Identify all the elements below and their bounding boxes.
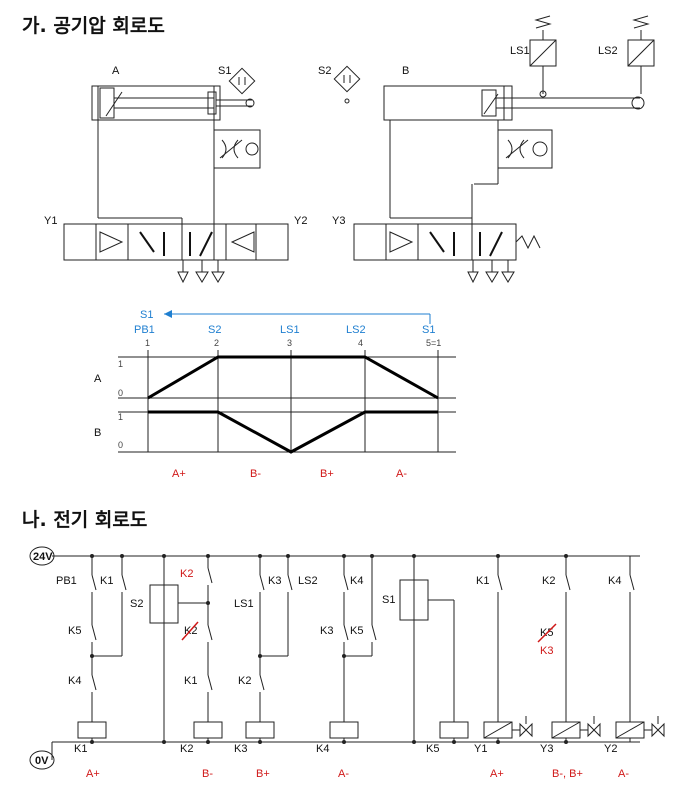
rung4-output: A- <box>338 768 349 780</box>
contact-k1-out: K1 <box>476 575 489 587</box>
contact-k5-b: K5 <box>350 625 363 637</box>
step-sensor-s2: S2 <box>208 324 221 336</box>
cylinder-a-label: A <box>112 65 120 77</box>
contact-k3-replacement: K3 <box>540 645 553 657</box>
contact-ls1: LS1 <box>234 598 254 610</box>
row-a-one: 1 <box>118 359 123 369</box>
output-y1: K1 Y1 A+ <box>474 556 533 780</box>
contact-k4-self: K4 <box>350 575 363 587</box>
sensor-s2: S2 <box>318 65 361 104</box>
rail-24v-label: 24V <box>33 551 53 563</box>
limit-switch-ls2-label: LS2 <box>598 45 618 57</box>
section2-title: 나. 전기 회로도 <box>22 509 147 531</box>
ladder-diagram: 24V 0V PB1 K1 K5 K4 K1 A+ <box>29 546 665 780</box>
sensor-s1-contact: S1 <box>382 594 395 606</box>
solenoid-y3: Y3 <box>540 743 553 755</box>
valve-b: Y3 <box>332 184 541 284</box>
action-a-minus: A- <box>396 468 407 480</box>
rung1-output: A+ <box>86 768 100 780</box>
contact-k1-self: K1 <box>100 575 113 587</box>
step-sensor-ls1: LS1 <box>280 324 300 336</box>
limit-switch-ls1: LS1 <box>510 15 557 98</box>
contact-k2: K2 <box>238 675 251 687</box>
rung-k1: PB1 K1 K5 K4 K1 A+ <box>56 556 127 780</box>
step-number-2: 2 <box>214 338 219 348</box>
sensor-s1: S1 <box>218 65 256 95</box>
step-number-3: 3 <box>287 338 292 348</box>
solenoid-y1: Y1 <box>474 743 487 755</box>
action-b-plus: B+ <box>320 468 334 480</box>
flow-control-b <box>474 120 553 185</box>
limit-switch-ls1-label: LS1 <box>510 45 530 57</box>
section1-title: 가. 공기압 회로도 <box>22 15 165 37</box>
contact-k2-self: K2 <box>180 568 193 580</box>
loop-arrow-label: S1 <box>140 309 153 321</box>
rung-k4: LS2 K4 K3 K5 K4 A- <box>298 556 377 780</box>
rung2-output: B- <box>202 768 213 780</box>
step-diagram: S1 PB1 S2 LS1 LS2 S1 1 2 3 4 5=1 A 1 0 B… <box>94 309 456 480</box>
rung-k2: S2 K2 K2 K1 K2 B- <box>130 556 223 780</box>
solenoid-y2-label: Y2 <box>294 215 307 227</box>
step-number-5: 5=1 <box>426 338 441 348</box>
coil-k1: K1 <box>74 743 87 755</box>
limit-switch-ls2: LS2 <box>598 15 655 94</box>
cylinder-b: B <box>383 65 645 218</box>
cylinder-b-label: B <box>402 65 409 77</box>
action-b-minus: B- <box>250 468 261 480</box>
coil-k4: K4 <box>316 743 329 755</box>
out2-label: B-, B+ <box>552 768 583 780</box>
step-number-1: 1 <box>145 338 150 348</box>
rail-0v-label: 0V <box>35 755 49 767</box>
output-y3: K2 K5 K3 Y3 B-, B+ <box>537 556 601 780</box>
row-a-zero: 0 <box>118 388 123 398</box>
coil-k2: K2 <box>180 743 193 755</box>
step-sensor-ls2: LS2 <box>346 324 366 336</box>
step-sensor-s1: S1 <box>422 324 435 336</box>
contact-k3-self: K3 <box>268 575 281 587</box>
out1-label: A+ <box>490 768 504 780</box>
contact-k1: K1 <box>184 675 197 687</box>
valve-a: Y1 Y2 <box>44 215 307 284</box>
sensor-s2-label: S2 <box>318 65 331 77</box>
output-y2: K4 Y2 A- <box>604 556 665 780</box>
row-b-label: B <box>94 427 101 439</box>
contact-k4-out: K4 <box>608 575 621 587</box>
solenoid-y2: Y2 <box>604 743 617 755</box>
row-b-zero: 0 <box>118 440 123 450</box>
row-b-one: 1 <box>118 412 123 422</box>
step-sensor-pb1: PB1 <box>134 324 155 336</box>
sensor-s1-label: S1 <box>218 65 231 77</box>
solenoid-y3-label: Y3 <box>332 215 345 227</box>
cylinder-a: A <box>91 65 255 218</box>
step-number-4: 4 <box>358 338 363 348</box>
contact-k5: K5 <box>68 625 81 637</box>
contact-ls2: LS2 <box>298 575 318 587</box>
sensor-s2-contact: S2 <box>130 598 143 610</box>
cylinder-a-motion-line <box>147 355 439 400</box>
rung3-output: B+ <box>256 768 270 780</box>
out3-label: A- <box>618 768 629 780</box>
contact-k2-out: K2 <box>542 575 555 587</box>
rung-k3: LS1 K3 K2 K3 B+ <box>234 556 293 780</box>
coil-k3: K3 <box>234 743 247 755</box>
row-a-label: A <box>94 373 102 385</box>
contact-k3: K3 <box>320 625 333 637</box>
cylinder-b-motion-line <box>148 410 438 454</box>
flow-control-a <box>213 129 261 169</box>
coil-k5: K5 <box>426 743 439 755</box>
rung-k5: S1 K5 <box>382 556 469 755</box>
solenoid-y1-label: Y1 <box>44 215 57 227</box>
contact-pb1: PB1 <box>56 575 77 587</box>
action-a-plus: A+ <box>172 468 186 480</box>
contact-k4: K4 <box>68 675 81 687</box>
